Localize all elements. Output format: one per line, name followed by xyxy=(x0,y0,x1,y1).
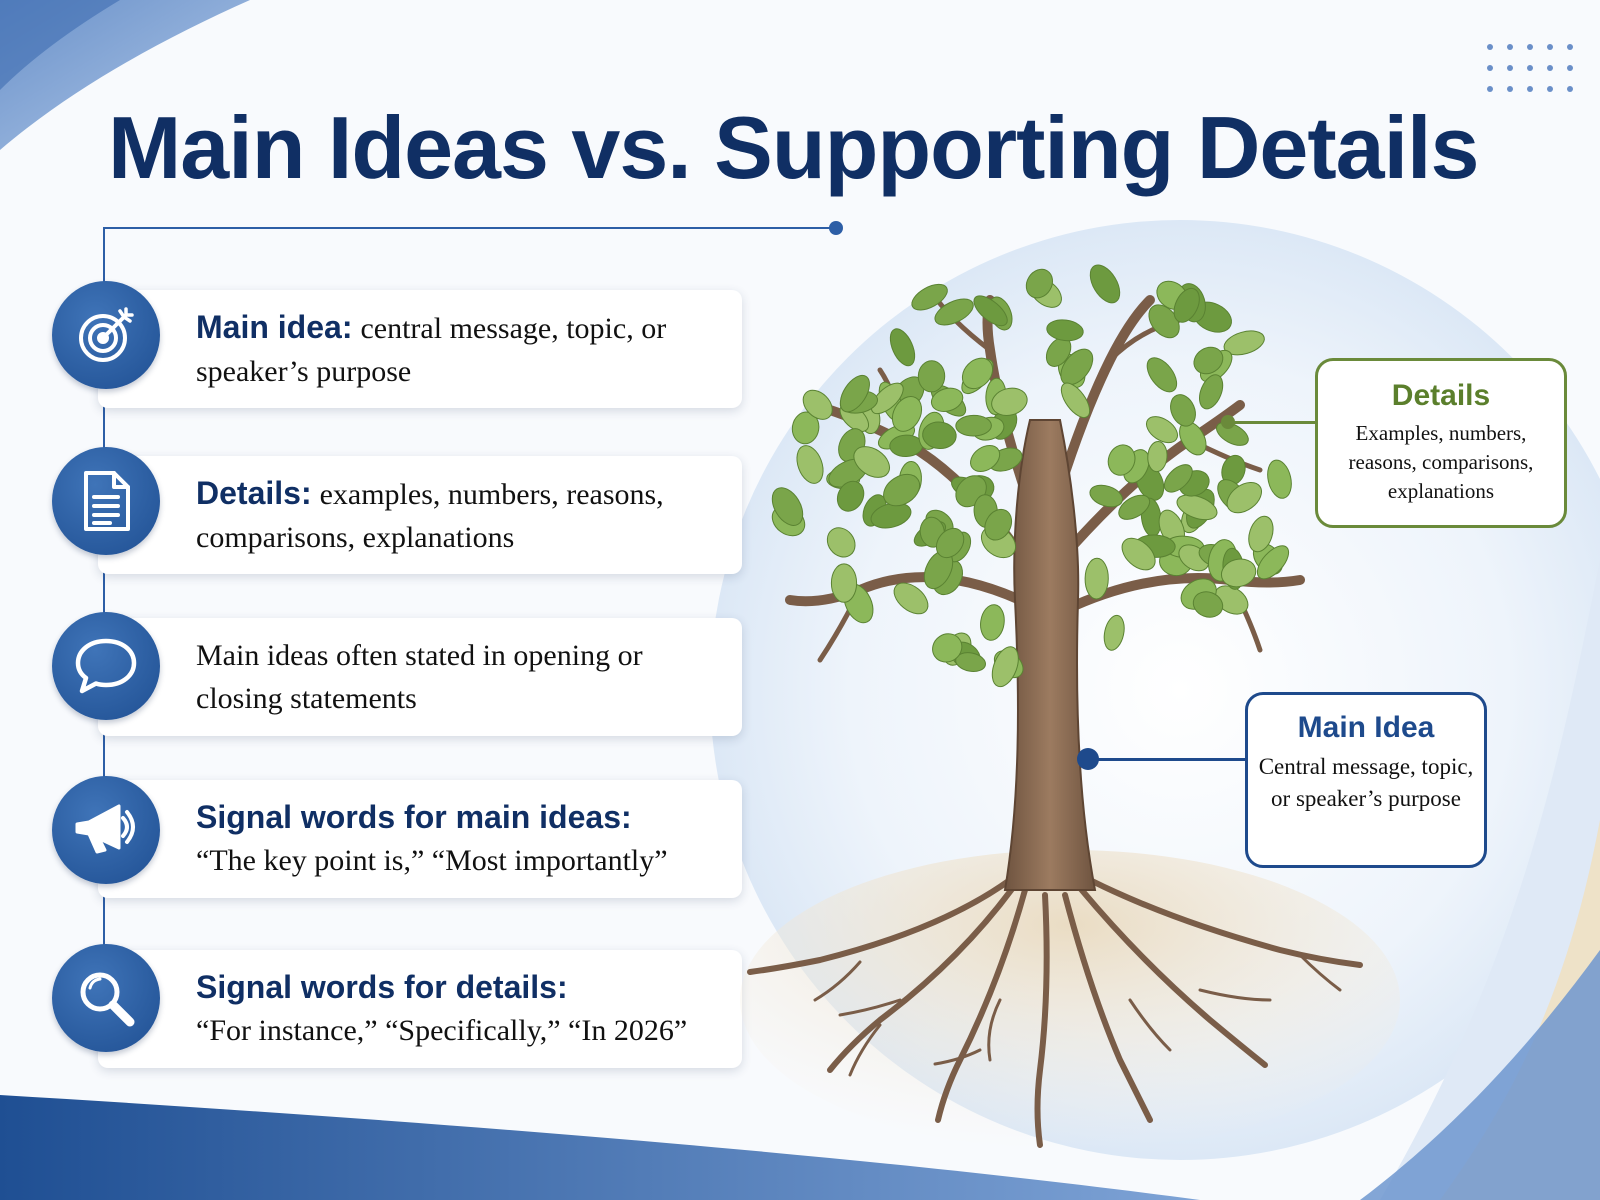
leaf xyxy=(891,395,923,432)
leaf xyxy=(1220,558,1257,588)
card-main-idea-text: Main idea:central message, topic, or spe… xyxy=(196,290,728,408)
leaf xyxy=(1107,444,1136,476)
leaf xyxy=(980,604,1005,641)
leaf xyxy=(1170,394,1196,427)
leaf xyxy=(922,421,957,450)
leaf xyxy=(1118,494,1151,520)
leaf xyxy=(853,446,891,478)
card-label: Main idea: xyxy=(196,308,353,345)
tree-illustration xyxy=(740,264,1400,1150)
card-details: Details:examples, numbers, reasons, comp… xyxy=(98,456,742,574)
document-icon xyxy=(52,447,160,555)
leaf xyxy=(970,445,1001,472)
leaf xyxy=(1146,357,1178,393)
card-description: “The key point is,” “Most importantly” xyxy=(196,844,668,877)
leaf xyxy=(1146,416,1178,444)
leaf xyxy=(935,527,965,559)
leaf xyxy=(1199,374,1224,410)
leaf xyxy=(839,374,870,413)
leaf xyxy=(1223,330,1265,356)
soil-mound xyxy=(740,850,1400,1150)
card-main-ideas-location: Main ideas often stated in opening or cl… xyxy=(98,618,742,736)
leaf xyxy=(1147,441,1168,473)
details-callout-body: Examples, numbers, reasons, comparisons,… xyxy=(1348,421,1534,503)
leaf xyxy=(1256,545,1290,580)
megaphone-icon xyxy=(52,776,160,884)
leaf xyxy=(870,382,904,415)
card-description: Main ideas often stated in opening or cl… xyxy=(196,639,643,715)
main-idea-callout-title: Main Idea xyxy=(1297,711,1435,744)
main-idea-leader-dot xyxy=(1077,748,1099,770)
leaf xyxy=(1089,484,1123,508)
card-main-idea: Main idea:central message, topic, or spe… xyxy=(98,290,742,408)
main-idea-callout-body: Central message, topic, or speaker’s pur… xyxy=(1258,754,1474,811)
tree-trunk xyxy=(1003,419,1097,891)
leaf xyxy=(836,480,865,512)
leaf xyxy=(1176,494,1218,521)
card-signal-words-main-text: Signal words for main ideas: “The key po… xyxy=(196,780,728,898)
page-title: Main Ideas vs. Supporting Details xyxy=(108,98,1479,197)
leaf xyxy=(1103,614,1125,651)
leaf xyxy=(1025,268,1054,299)
details-callout-title: Details xyxy=(1391,379,1491,412)
tree-leaves xyxy=(771,264,1292,688)
card-details-text: Details:examples, numbers, reasons, comp… xyxy=(196,456,728,574)
leaf xyxy=(911,283,948,311)
card-signal-words-details-text: Signal words for details: “For instance,… xyxy=(196,950,728,1068)
leaf xyxy=(991,387,1028,416)
leaf xyxy=(1089,264,1121,304)
leaf xyxy=(1248,515,1274,553)
spine-end-dot xyxy=(829,221,843,235)
tree-roots xyxy=(747,877,1363,1148)
leaf xyxy=(893,582,929,615)
leaf xyxy=(917,360,946,393)
leaf xyxy=(932,633,963,663)
leaf xyxy=(1084,557,1109,600)
leaf xyxy=(1173,287,1200,323)
spine-horizontal-line xyxy=(103,227,837,229)
main-idea-callout: Main Idea Central message, topic, or spe… xyxy=(1245,692,1487,868)
leaf xyxy=(889,328,916,367)
leaf xyxy=(1267,459,1292,499)
card-signal-words-main: Signal words for main ideas: “The key po… xyxy=(98,780,742,898)
card-description: central message, topic, or speaker’s pur… xyxy=(196,311,667,388)
leaf xyxy=(826,527,856,558)
target-icon xyxy=(52,281,160,389)
leaf xyxy=(1046,319,1084,342)
details-leader-line xyxy=(1228,421,1316,424)
leaf xyxy=(796,445,824,484)
card-description: “For instance,” “Specifically,” “In 2026… xyxy=(196,1014,688,1047)
leaf xyxy=(830,563,858,603)
leaf xyxy=(1192,591,1224,618)
leaf xyxy=(930,387,964,412)
card-label: Signal words for main ideas: xyxy=(196,799,632,835)
leaf xyxy=(1121,537,1156,571)
leaf xyxy=(802,389,833,420)
leaf xyxy=(870,502,912,529)
card-description: examples, numbers, reasons, comparisons,… xyxy=(196,477,664,554)
leaf xyxy=(955,414,992,437)
card-label: Signal words for details: xyxy=(196,969,568,1005)
leaf xyxy=(973,295,1008,327)
leaf xyxy=(984,508,1013,541)
card-main-ideas-location-text: Main ideas often stated in opening or cl… xyxy=(196,618,728,736)
card-label: Details: xyxy=(196,474,312,511)
leaf xyxy=(991,646,1019,688)
leaf xyxy=(883,473,921,507)
details-callout: Details Examples, numbers, reasons, comp… xyxy=(1315,358,1567,528)
leaf xyxy=(1060,382,1091,419)
leaf xyxy=(771,487,804,526)
leaf xyxy=(1193,346,1224,375)
details-leader-dot xyxy=(1221,415,1235,429)
leaf xyxy=(934,298,974,326)
leaf xyxy=(961,357,994,390)
magnifier-icon xyxy=(52,944,160,1052)
speech-bubble-icon xyxy=(52,612,160,720)
main-idea-leader-line xyxy=(1087,758,1245,761)
leaf xyxy=(1226,481,1262,514)
leaf xyxy=(1163,464,1193,493)
card-signal-words-details: Signal words for details: “For instance,… xyxy=(98,950,742,1068)
